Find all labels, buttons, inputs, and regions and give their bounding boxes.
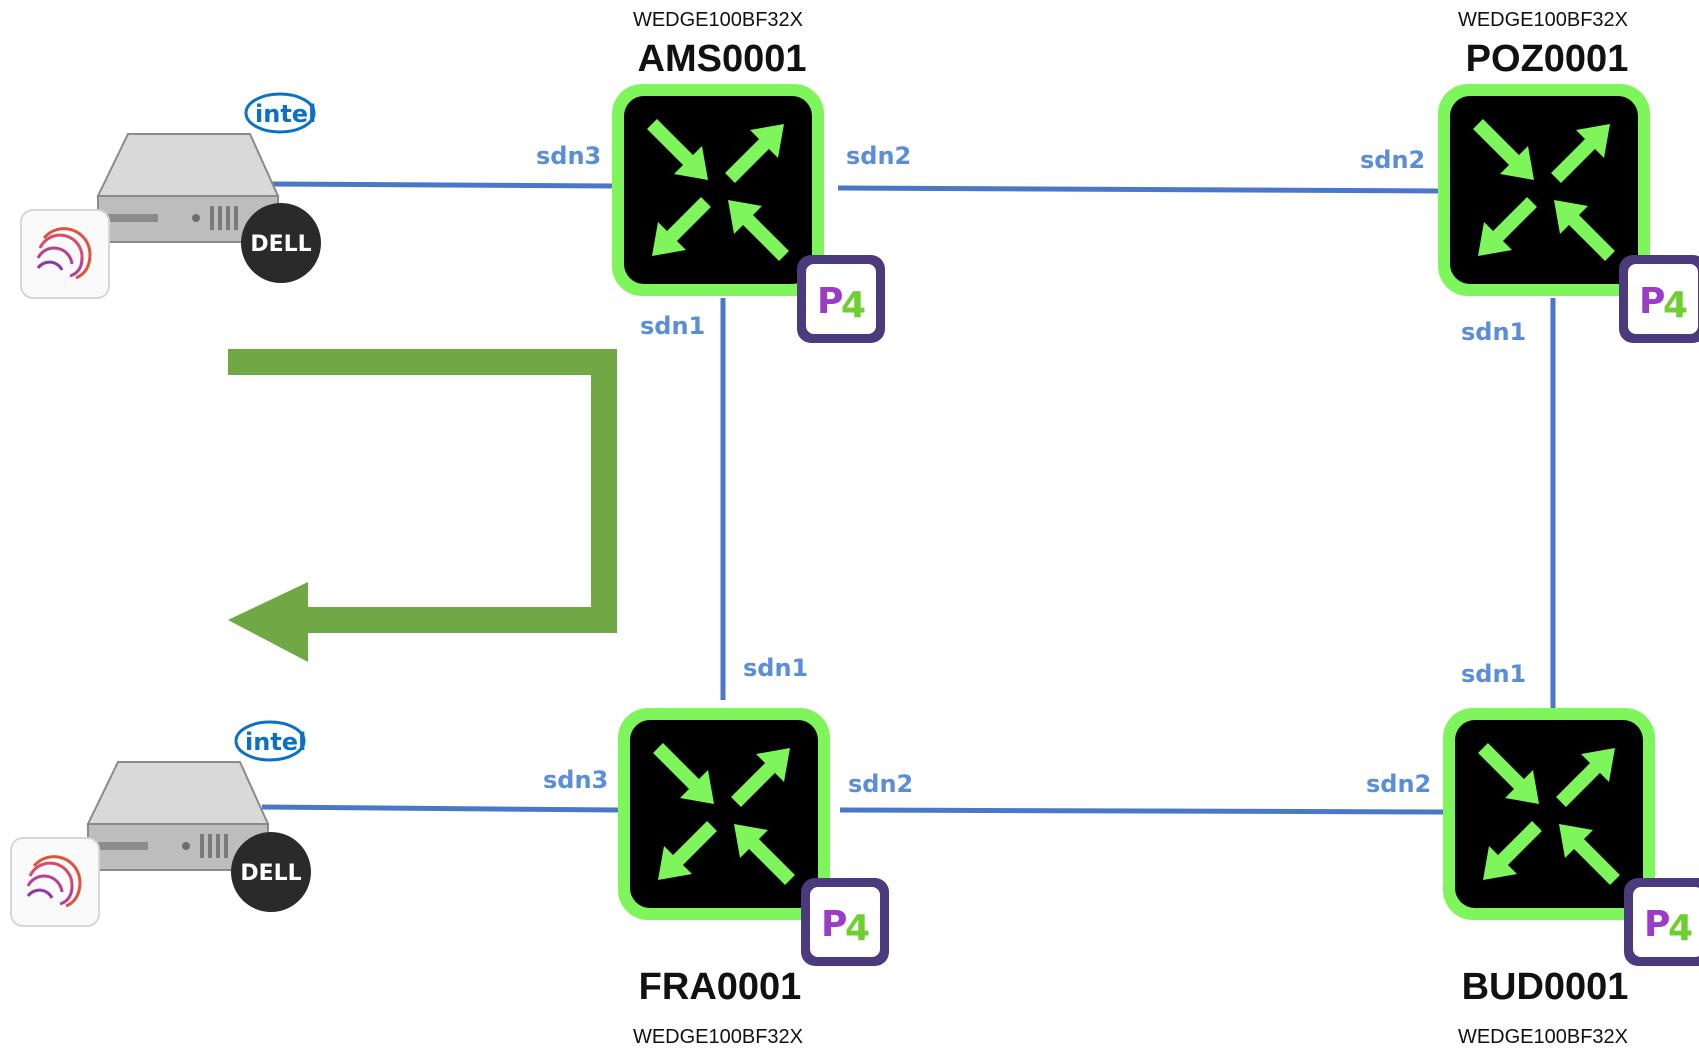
port-label-sdn3: sdn3 <box>536 142 601 170</box>
port-label-sdn1: sdn1 <box>640 312 705 340</box>
link-server-top-ams <box>271 181 613 189</box>
intel-logo-icon: intel <box>234 720 306 762</box>
switch-router-icon <box>1438 84 1650 296</box>
flow-return-arrow-icon <box>228 349 617 662</box>
server-icon <box>86 761 270 871</box>
p4-badge-icon: P 4 <box>797 255 885 343</box>
svg-text:P: P <box>1644 904 1670 945</box>
links <box>261 181 1556 815</box>
link-ams-poz <box>837 185 1439 194</box>
port-label-sdn1: sdn1 <box>1461 660 1526 688</box>
svg-text:DELL: DELL <box>250 232 311 257</box>
svg-text:P: P <box>817 281 843 322</box>
p4-badge-icon: P 4 <box>1619 255 1699 343</box>
svg-text:4: 4 <box>841 285 866 326</box>
svg-text:P: P <box>821 904 847 945</box>
server-top[interactable]: intel DELL <box>20 92 321 299</box>
switch-hostname: AMS0001 <box>638 38 807 80</box>
port-label-sdn1: sdn1 <box>743 654 808 682</box>
port-label-sdn3: sdn3 <box>543 766 608 794</box>
link-server-bottom-fra <box>261 804 619 813</box>
port-label-sdn2: sdn2 <box>846 142 911 170</box>
intel-logo-icon: intel <box>244 92 316 134</box>
svg-text:DELL: DELL <box>240 861 301 886</box>
fingerprint-app-icon <box>20 209 110 299</box>
switch-bud0001[interactable]: P 4 BUD0001 WEDGE100BF32X sdn1 sdn2 <box>1366 660 1699 1048</box>
svg-text:4: 4 <box>1668 908 1693 949</box>
port-label-sdn2: sdn2 <box>1360 146 1425 174</box>
switch-model-label: WEDGE100BF32X <box>1458 1026 1628 1048</box>
switch-poz0001[interactable]: WEDGE100BF32X POZ0001 P 4 sdn2 sdn1 <box>1360 9 1699 346</box>
switch-router-icon <box>1443 708 1655 920</box>
svg-text:intel: intel <box>245 728 306 756</box>
svg-text:intel: intel <box>255 100 316 128</box>
p4-badge-icon: P 4 <box>1624 878 1699 966</box>
dell-logo-icon: DELL <box>241 203 321 283</box>
port-label-sdn2: sdn2 <box>1366 770 1431 798</box>
switch-router-icon <box>618 708 830 920</box>
svg-text:P: P <box>1639 281 1665 322</box>
switch-model-label: WEDGE100BF32X <box>633 1026 803 1048</box>
switch-model-label: WEDGE100BF32X <box>1458 9 1628 31</box>
dell-logo-icon: DELL <box>231 832 311 912</box>
switch-router-icon <box>612 84 824 296</box>
switch-fra0001[interactable]: P 4 FRA0001 WEDGE100BF32X sdn1 sdn3 sdn2 <box>543 654 913 1048</box>
p4-badge-icon: P 4 <box>801 878 889 966</box>
svg-text:4: 4 <box>845 908 870 949</box>
server-bottom[interactable]: intel DELL <box>10 720 311 927</box>
switch-model-label: WEDGE100BF32X <box>633 9 803 31</box>
port-label-sdn1: sdn1 <box>1461 318 1526 346</box>
switch-hostname: BUD0001 <box>1462 966 1629 1008</box>
fingerprint-app-icon <box>10 837 100 927</box>
switch-hostname: POZ0001 <box>1466 38 1629 80</box>
switch-hostname: FRA0001 <box>639 966 802 1008</box>
port-label-sdn2: sdn2 <box>848 770 913 798</box>
svg-text:4: 4 <box>1663 285 1688 326</box>
server-icon <box>96 133 280 243</box>
switch-ams0001[interactable]: WEDGE100BF32X AMS0001 P 4 sdn3 sdn2 sdn1 <box>536 9 911 343</box>
link-fra-bud <box>839 807 1444 815</box>
